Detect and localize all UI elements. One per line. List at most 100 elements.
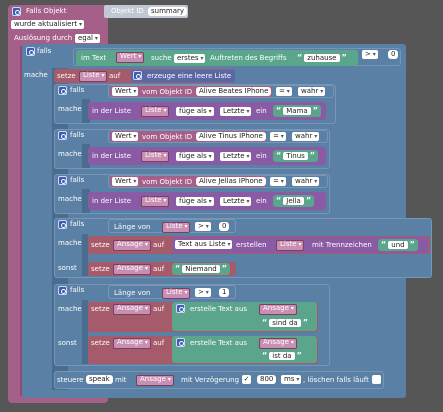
len1-list2[interactable]: Liste	[276, 240, 305, 251]
len2-op[interactable]: >	[195, 288, 211, 297]
delay-ms[interactable]: 800	[257, 375, 277, 384]
len2-make-text2: erstelle Text aus	[190, 339, 248, 347]
phone-2-insert[interactable]: füge als	[176, 152, 214, 161]
speak-steuere: steuere	[57, 376, 84, 384]
len2-len: Länge von	[114, 289, 151, 297]
delay-checkbox[interactable]: ✓	[242, 375, 251, 384]
phone-1-rail	[82, 99, 90, 123]
len1-sonst: sonst	[58, 264, 77, 272]
trigger-condition-dropdown[interactable]: wurde aktualisiert	[11, 20, 85, 29]
phone-2-list[interactable]: Liste	[141, 151, 170, 162]
gear-icon[interactable]	[133, 71, 142, 80]
trigger-label: Falls Objekt	[26, 7, 67, 15]
phone-1-name[interactable]: Mama	[283, 107, 311, 115]
phone-3-ein: ein	[256, 197, 267, 205]
phone-3-wert-dropdown[interactable]: Wert	[112, 177, 139, 186]
phone-2-pos[interactable]: Letzte	[220, 152, 252, 161]
phone-1-pos[interactable]: Letzte	[220, 107, 252, 116]
phone-1-name-string[interactable]: “Mama”	[273, 105, 321, 117]
gear-icon[interactable]	[58, 220, 67, 229]
len2-var[interactable]: Ansage	[113, 304, 151, 315]
phone-1-objid[interactable]: Alive Beates IPhone	[196, 87, 272, 96]
im-text-label: im Text	[81, 54, 107, 62]
gear-icon[interactable]	[58, 286, 67, 295]
len1-op[interactable]: >	[195, 222, 211, 231]
phone-3-insert[interactable]: füge als	[176, 197, 214, 206]
len1-num[interactable]: 0	[219, 222, 230, 231]
text-search-block[interactable]	[76, 50, 358, 66]
len1-else-setze: setze	[91, 265, 110, 273]
wert-dropdown[interactable]: Wert	[116, 52, 145, 63]
gear-icon[interactable]	[26, 47, 35, 56]
phone-1-wert-dropdown[interactable]: Wert	[112, 87, 139, 96]
phone-3-pos[interactable]: Letzte	[220, 197, 252, 206]
phone-1-val[interactable]: wahr	[298, 87, 326, 96]
gear-icon[interactable]	[176, 338, 185, 347]
phone-2-name-string[interactable]: “Tinus”	[273, 150, 319, 162]
phone-3-value-block[interactable]	[110, 176, 266, 187]
clear-checkbox[interactable]	[372, 375, 381, 384]
phone-3-name[interactable]: Jella	[283, 197, 304, 205]
speak-delay: mit Verzögerung	[181, 376, 240, 384]
len2-list[interactable]: Liste	[162, 288, 191, 299]
gear-icon[interactable]	[58, 131, 67, 140]
phone-2-value-block[interactable]	[110, 131, 266, 142]
phone-1-op[interactable]: =	[276, 87, 292, 96]
phone-2-name[interactable]: Tinus	[283, 152, 308, 160]
op-dropdown[interactable]: >	[362, 50, 378, 59]
phone-1-insert[interactable]: füge als	[176, 107, 214, 116]
len2-else-var[interactable]: Ansage	[113, 338, 151, 349]
phone-2-objid[interactable]: Alive Tinus IPhone	[196, 132, 266, 141]
objid-value[interactable]: summary	[148, 7, 188, 16]
gear-icon[interactable]	[58, 86, 67, 95]
len1-var[interactable]: Ansage	[113, 240, 151, 251]
phone-2-vom: vom Objekt ID	[142, 133, 193, 141]
len1-list[interactable]: Liste	[162, 222, 191, 233]
len1-sep-string[interactable]: “und”	[378, 239, 418, 251]
len2-part4-string[interactable]: “ist da”	[259, 350, 305, 362]
len2-else-setze: setze	[91, 339, 110, 347]
len2-part4[interactable]: ist da	[269, 352, 295, 360]
len1-else-var[interactable]: Ansage	[113, 264, 151, 275]
phone-3-list[interactable]: Liste	[141, 196, 170, 207]
phone-2-in-list: in der Liste	[92, 152, 132, 160]
create-list-block[interactable]	[131, 70, 235, 82]
phone-3-objid[interactable]: Alive Jellas IPhone	[196, 177, 266, 186]
len1-sep-val[interactable]: und	[388, 241, 408, 249]
occurrence-dropdown[interactable]: erstes	[174, 54, 206, 63]
gear-icon[interactable]	[12, 7, 21, 16]
len2-part3[interactable]: Ansage	[259, 338, 297, 349]
len2-part2[interactable]: sind da	[269, 319, 301, 327]
phone-2-val[interactable]: wahr	[292, 132, 320, 141]
len2-sonst: sonst	[58, 339, 77, 347]
phone-1-list[interactable]: Liste	[141, 106, 170, 117]
phone-2-op[interactable]: =	[270, 132, 286, 141]
phone-1-ein: ein	[256, 107, 267, 115]
len2-part2-string[interactable]: “sind da”	[259, 317, 311, 329]
phone-3-val[interactable]: wahr	[292, 177, 320, 186]
gear-icon[interactable]	[176, 304, 185, 313]
phone-1-value-block[interactable]	[110, 86, 272, 97]
phone-3-name-string[interactable]: “Jella”	[273, 195, 315, 207]
speak-var[interactable]: Ansage	[136, 375, 174, 386]
compare-number[interactable]: 0	[388, 50, 399, 59]
phone-3-op[interactable]: =	[270, 177, 286, 186]
speak-obj[interactable]: speak	[86, 375, 113, 384]
len2-part1[interactable]: Ansage	[259, 304, 297, 315]
niemand-value[interactable]: Niemand	[182, 265, 220, 273]
niemand-string[interactable]: “Niemand”	[172, 263, 231, 275]
len2-num[interactable]: 1	[219, 288, 230, 297]
phone-2-wert-dropdown[interactable]: Wert	[112, 132, 139, 141]
phone-1-in-list: in der Liste	[92, 107, 132, 115]
len1-setze: setze	[91, 241, 110, 249]
setze-label: setze	[57, 72, 76, 80]
search-term[interactable]: zuhause	[304, 54, 340, 62]
len1-text-from[interactable]: Text aus Liste	[175, 240, 233, 249]
search-term-string[interactable]: “zuhause”	[294, 52, 350, 64]
len2-macht: mache	[58, 305, 82, 313]
trigger-cause-dropdown[interactable]: egal	[75, 34, 100, 43]
len1-macht: mache	[58, 239, 82, 247]
gear-icon[interactable]	[58, 176, 67, 185]
delay-unit[interactable]: ms	[281, 375, 302, 384]
var-dropdown[interactable]: Liste	[79, 71, 108, 82]
